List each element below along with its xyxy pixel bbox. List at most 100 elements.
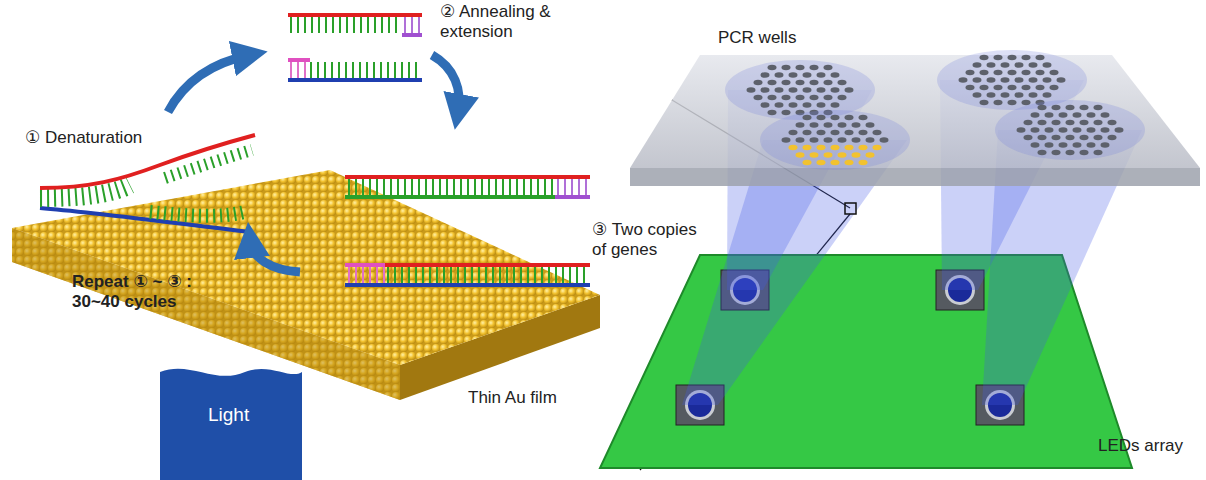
pcr-well [782,137,791,143]
pcr-well [831,87,840,93]
pcr-well [1031,112,1040,118]
pcr-well [859,130,868,136]
pcr-well [1029,62,1038,68]
pcr-well [1001,77,1010,83]
pcr-well [831,72,840,78]
pcr-well [1045,112,1054,118]
pcr-well [1022,55,1031,61]
pcr-well [831,130,840,136]
pcr-well [852,152,861,158]
pcr-well [1036,70,1045,76]
pcr-well [1015,62,1024,68]
pcr-well [1036,55,1045,61]
pcr-well [1001,62,1010,68]
pcr-well [994,85,1003,91]
pcr-well [1038,135,1047,141]
pcr-well [1073,112,1082,118]
pcr-well [768,65,777,71]
pcr-well [1108,135,1117,141]
label: ① Denaturation [25,128,142,148]
label: Repeat ① ~ ③ : 30~40 cycles [72,272,232,313]
pcr-well [1101,127,1110,133]
pcr-well [817,72,826,78]
pcr-well [838,137,847,143]
pcr-well [817,160,826,166]
pcr-well [803,87,812,93]
pcr-well [1066,150,1075,156]
pcr-well [824,95,833,101]
pcr-well [1087,142,1096,148]
label: Thin Au film [468,388,557,408]
pcr-well [980,70,989,76]
pcr-well [1022,85,1031,91]
pcr-well [817,145,826,151]
pcr-well [838,95,847,101]
pcr-well [775,72,784,78]
pcr-well [838,122,847,128]
pcr-well [1022,100,1031,106]
pcr-well [838,152,847,158]
pcr-well [775,87,784,93]
label: PCR wells [718,28,796,48]
pcr-well [1015,92,1024,98]
pcr-well [1045,127,1054,133]
pcr-well [859,160,868,166]
pcr-well [824,122,833,128]
pcr-well [1052,150,1061,156]
pcr-well [810,65,819,71]
pcr-well [810,152,819,158]
pcr-well [803,72,812,78]
pcr-well [1008,85,1017,91]
pcr-well [803,145,812,151]
light-beam [160,369,302,480]
pcr-well [1101,112,1110,118]
pcr-well [824,152,833,158]
pcr-well [994,70,1003,76]
pcr-well [1052,120,1061,126]
pcr-well [1101,142,1110,148]
pcr-well [789,87,798,93]
pcr-well [1115,127,1124,133]
well-field [995,100,1145,160]
pcr-well [817,87,826,93]
pcr-well [966,70,975,76]
pcr-well [1080,135,1089,141]
pcr-well [959,77,968,83]
pcr-well [1036,85,1045,91]
pcr-well [1094,120,1103,126]
pcr-well [1050,85,1059,91]
pcr-well [796,137,805,143]
pcr-well [796,65,805,71]
pcr-well [831,145,840,151]
label: ② Annealing & extension [440,2,565,43]
pcr-plate [630,55,1200,168]
pcr-well [817,115,826,121]
pcr-well [1066,105,1075,111]
pcr-well [980,55,989,61]
pcr-well [1045,142,1054,148]
well-field [760,110,910,170]
pcr-well [810,95,819,101]
pcr-well [873,130,882,136]
pcr-well [866,152,875,158]
pcr-well [1052,135,1061,141]
pcr-well [845,145,854,151]
label: Light [208,404,249,427]
pcr-well [1008,55,1017,61]
pcr-well [796,152,805,158]
pcr-well [810,80,819,86]
pcr-well [768,95,777,101]
pcr-well [768,80,777,86]
pcr-well [782,65,791,71]
pcr-well [973,62,982,68]
pcr-well [831,115,840,121]
pcr-well [789,145,798,151]
label: ③ Two copies of genes [592,220,704,261]
pcr-well [1017,127,1026,133]
film-front-texture [12,228,400,400]
pcr-well [796,80,805,86]
pcr-well [1094,105,1103,111]
pcr-well [1038,120,1047,126]
